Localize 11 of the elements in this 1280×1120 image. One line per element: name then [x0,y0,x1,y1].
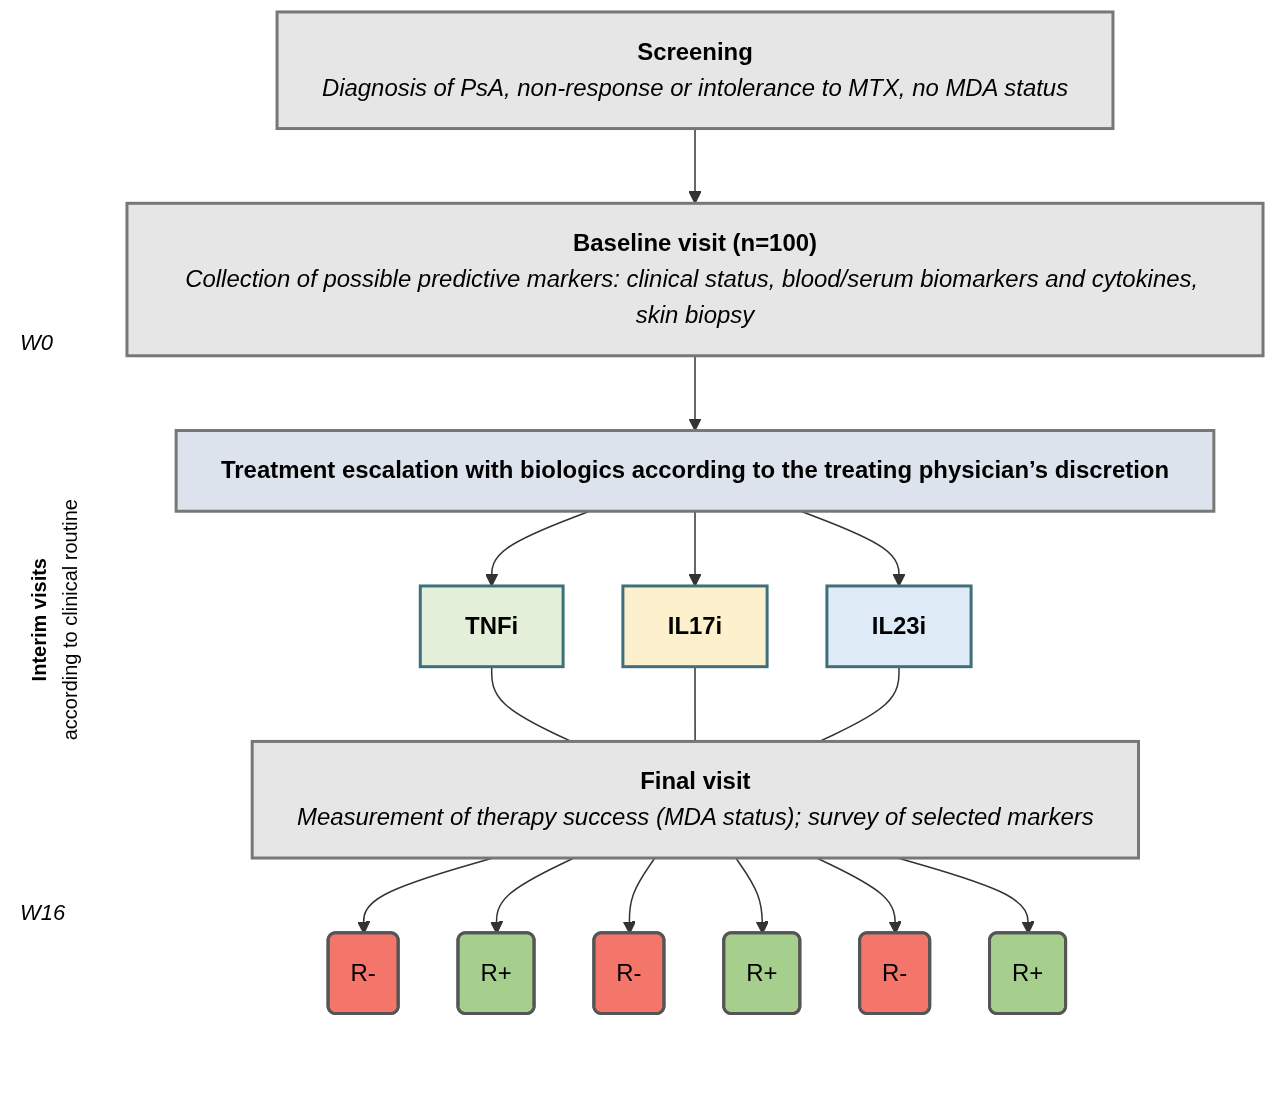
node-box: IL23i [825,584,973,669]
axis-title: Interim visits [28,558,51,682]
node-box: Screening Diagnosis of PsA, non-response or intolerance to MTX, no MDA status [275,10,1115,131]
node-box: Treatment escalation with biologics according to the treating physician’s discretion [174,429,1216,513]
axis-subtitle: according to clinical routine [59,499,82,741]
node-box: Baseline visit (n=100) Collection of possible predictive markers: clinical status, blood/serum biomarkers and cytokines, skin biopsy [125,201,1265,358]
node-box: IL17i [621,584,769,669]
timepoint-label: W16 [20,900,66,926]
node-box: Final visit Measurement of therapy success (MDA status); survey of selected markers [250,739,1140,860]
node-box: TNFi [418,584,565,669]
timepoint-label: W0 [20,330,53,356]
